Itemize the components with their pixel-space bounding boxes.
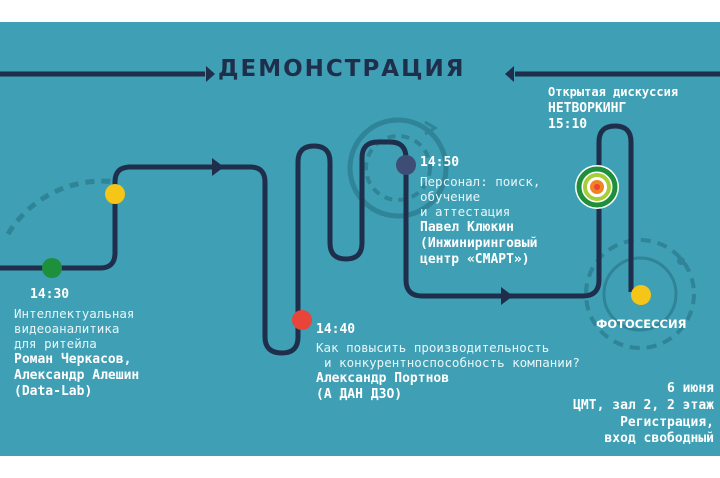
event-topic-line: Интеллектуальная <box>14 306 135 321</box>
dot-navy <box>396 155 416 175</box>
event-topic-line: видеоаналитика <box>14 321 120 336</box>
event-poster: ДЕМОНСТРАЦИЯ 14:30 Интеллектуальная виде… <box>0 22 720 456</box>
event-time: 15:10 <box>548 117 588 132</box>
decor-ring-outer <box>347 117 449 219</box>
free-entry-line: вход свободный <box>604 431 714 446</box>
dot-green <box>42 258 62 278</box>
track-arrow-2 <box>501 287 513 305</box>
event-speaker-line: (А ДАН ДЗО) <box>316 387 403 402</box>
event-speaker-line: НЕТВОРКИНГ <box>548 101 627 116</box>
poster-title: ДЕМОНСТРАЦИЯ <box>218 56 466 82</box>
photo-ring-inner <box>602 256 678 332</box>
event-time: 14:30 <box>30 287 70 302</box>
header-arrow-left <box>206 66 215 82</box>
decor-arrow <box>424 120 438 136</box>
registration-line: Регистрация, <box>620 415 714 430</box>
event-time: 14:40 <box>316 322 356 337</box>
event-topic-line: Персонал: поиск, <box>420 174 541 189</box>
event-speaker-line: Павел Клюкин <box>420 220 514 235</box>
event-topic-line: и аттестация <box>420 204 511 219</box>
decor-ring-inner <box>364 134 432 202</box>
event-speaker-line: (Data-Lab) <box>14 384 93 399</box>
event-speaker-line: Роман Черкасов, <box>14 352 132 367</box>
event-venue: ЦМТ, зал 2, 2 этаж <box>573 398 714 413</box>
header-arrow-right <box>505 66 514 82</box>
event-speaker-line: Александр Алешин <box>14 368 140 383</box>
event-topic-line: и конкурентноспособность компании? <box>324 355 580 370</box>
dot-yellow <box>105 184 125 204</box>
track-arrow-1 <box>212 158 224 176</box>
event-speaker-line: (Инжиниринговый <box>420 236 538 251</box>
dashed-arc-left <box>5 178 117 236</box>
event-speaker-line: центр «СМАРТ») <box>420 252 530 267</box>
event-date: 6 июня <box>667 381 714 396</box>
networking-logo-icon <box>575 165 619 209</box>
dot-red <box>292 310 312 330</box>
event-time: 14:50 <box>420 155 460 170</box>
photo-ring-dot <box>677 257 685 265</box>
event-topic-line: обучение <box>420 189 481 204</box>
event-topic-line: Как повысить производительность <box>316 340 550 355</box>
event-topic-line: Открытая дискуссия <box>548 85 679 99</box>
roadmap-graphic <box>0 66 720 356</box>
event-topic-line: для ритейла <box>14 336 97 351</box>
photo-session-label: ФОТОСЕССИЯ <box>596 317 687 331</box>
dot-yellow-photo <box>631 285 651 305</box>
event-speaker-line: Александр Портнов <box>316 371 450 386</box>
photo-ring-outer <box>584 238 696 350</box>
roadmap-track <box>0 123 634 356</box>
